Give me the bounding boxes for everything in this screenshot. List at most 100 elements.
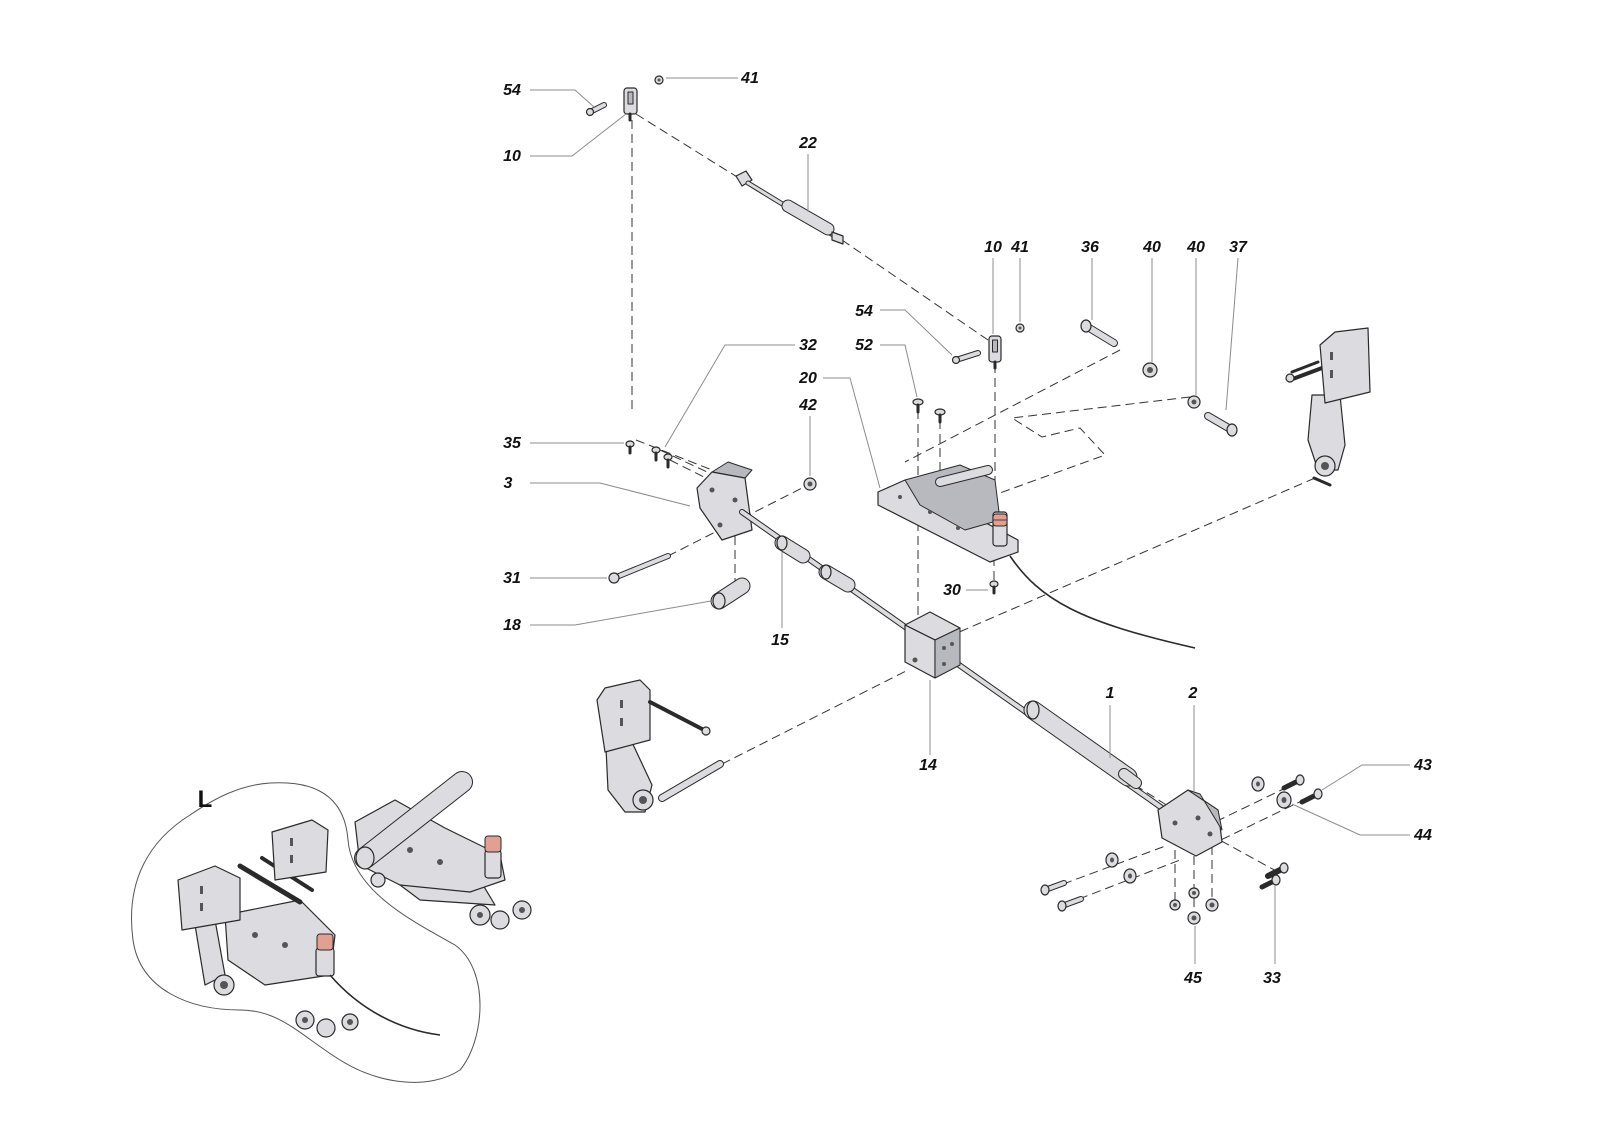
callout-41-top: 41 (740, 70, 759, 87)
bolts-43-shape (1313, 788, 1323, 800)
assembly-dashed-lines-shape (841, 239, 989, 341)
bracket-2-shape (1157, 789, 1223, 857)
pedal-right-shape (1330, 370, 1333, 378)
pedal-right-shape (1288, 366, 1324, 382)
assembly-dashed-lines-shape (974, 396, 1191, 503)
callout-22: 22 (798, 135, 817, 152)
leader-lines (530, 77, 1410, 964)
inset-assembly-view-shape (200, 903, 203, 911)
adjusting-rod-22-shape (831, 231, 844, 245)
spacers-15-shape (776, 535, 788, 551)
leader-lines-shape (1321, 764, 1410, 791)
inset-assembly-view-shape (329, 974, 441, 1036)
callout-2: 2 (1188, 685, 1198, 702)
inset-assembly-view-shape (315, 947, 335, 977)
assembly-dashed-lines-shape (635, 439, 713, 471)
inset-assembly-view-shape (484, 849, 502, 879)
inset-assembly-view-shape (316, 933, 334, 951)
inset-assembly-view-shape (370, 872, 386, 888)
bracket-assembly-20-shape (928, 510, 932, 514)
pedal-right-shape (1285, 373, 1295, 383)
bolts-43-shape (1295, 774, 1305, 786)
assembly-dashed-lines-shape (904, 349, 1121, 463)
pivot-block-14-shape (950, 642, 954, 646)
pedal-left-shape (659, 761, 723, 801)
callout-44: 44 (1413, 827, 1432, 844)
bracket-assembly-20 (877, 464, 1019, 563)
inset-label: L (198, 786, 213, 813)
leader-lines-shape (530, 89, 595, 108)
screw-30 (989, 580, 999, 595)
callout-31: 31 (503, 570, 521, 587)
assembly-dashed-lines-shape (721, 670, 907, 765)
leader-lines-shape (530, 600, 712, 626)
callout-45: 45 (1183, 970, 1203, 987)
nut-41-top-shape (657, 78, 661, 82)
bracket-3-shape (709, 487, 715, 493)
washers-44-shape (1256, 781, 1260, 787)
tube-1-shape (1119, 769, 1141, 788)
bolts-33-shape (1279, 862, 1289, 874)
pin-54-mid (951, 350, 981, 365)
assembly-dashed-lines-shape (1065, 859, 1181, 905)
pedal-right (1285, 327, 1371, 487)
bracket-3-shape (717, 522, 723, 528)
inset-assembly-view-shape (220, 981, 228, 989)
inset-assembly-view-shape (347, 1019, 353, 1025)
inset-outline (131, 782, 481, 1083)
bushing-18-shape (712, 592, 726, 610)
inset-assembly-view-shape (252, 932, 258, 938)
bolt-31-shape (608, 572, 620, 584)
callout-54-mid: 54 (855, 303, 873, 320)
callout-1: 1 (1106, 685, 1115, 702)
clevis-10-top-shape (627, 91, 634, 105)
callout-15: 15 (771, 632, 790, 649)
pivot-block-14-shape (912, 657, 918, 663)
washers-lower (1105, 852, 1137, 884)
bolts-lower (1040, 880, 1084, 912)
bolt-31 (608, 553, 671, 584)
nut-40-a-shape (1147, 367, 1153, 373)
clevis-10-mid-shape (992, 339, 998, 353)
nuts-45-shape (1173, 903, 1177, 907)
washers-44 (1251, 776, 1292, 809)
pedal-left-shape (701, 726, 711, 736)
inset-assembly-view-shape (407, 847, 413, 853)
adjusting-rod-22 (735, 170, 844, 245)
bolts-33-shape (1271, 874, 1281, 886)
assembly-dashed-lines-shape (956, 477, 1316, 634)
washers-lower-shape (1128, 873, 1132, 879)
bracket-3-shape (696, 471, 753, 541)
callout-20: 20 (798, 370, 817, 387)
inset-assembly-view-shape (237, 863, 303, 905)
screws-52 (912, 398, 946, 424)
bracket-assembly-20-shape (956, 526, 960, 530)
pivot-block-14 (904, 611, 961, 679)
nuts-45-shape (1209, 902, 1215, 908)
inset-assembly-view-shape (282, 942, 288, 948)
inset-assembly-view-shape (316, 1018, 336, 1038)
inset-assembly-view-shape (477, 912, 483, 918)
bracket-2-shape (1195, 815, 1201, 821)
leader-lines-shape (530, 113, 627, 157)
assembly-dashed-lines-shape (1134, 784, 1169, 807)
bolts-43 (1281, 774, 1323, 805)
spacers-15-shape (820, 564, 832, 580)
inset-assembly-view (131, 771, 532, 1083)
inset-assembly-view-shape (290, 838, 293, 846)
leader-lines-shape (530, 482, 691, 507)
pivot-block-14-shape (942, 646, 946, 650)
bracket-2-shape (1207, 831, 1213, 837)
inset-assembly-view-shape (200, 886, 203, 894)
pedal-left (596, 679, 724, 813)
nut-40-a (1142, 362, 1158, 378)
callout-32: 32 (799, 337, 817, 354)
inset-assembly-view-shape (490, 910, 510, 930)
pedal-left-shape (596, 679, 651, 753)
inset-assembly-view-shape (271, 819, 329, 881)
bolts-33 (1259, 862, 1289, 890)
bracket-2-shape (1172, 820, 1178, 826)
nut-42-shape (807, 481, 813, 487)
callout-43: 43 (1413, 757, 1432, 774)
